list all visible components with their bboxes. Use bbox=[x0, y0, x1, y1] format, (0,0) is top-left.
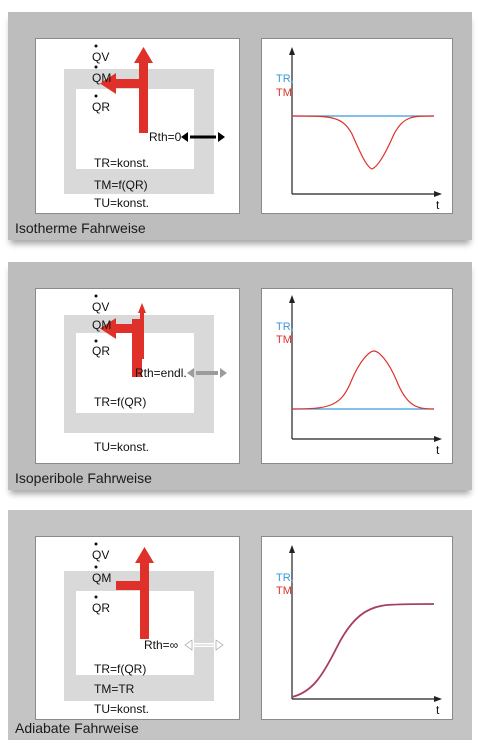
reactor-diagram-svg: QV QM QR Rth=∞ TR=f(QR) TM=TR TU=konst. bbox=[64, 542, 224, 716]
qm-label: QM bbox=[92, 318, 111, 332]
tr-label: TR=f(QR) bbox=[94, 395, 146, 409]
series-tr-line bbox=[291, 603, 435, 698]
temperature-plot: TR, TM t bbox=[261, 536, 453, 720]
reactor-rect bbox=[76, 591, 194, 675]
legend-tr: TR, bbox=[276, 572, 294, 584]
tr-label: TR=f(QR) bbox=[94, 662, 146, 676]
panel-isoperibol: QV QM QR Rth=endl. TR=f(QR) TU=konst. TR… bbox=[8, 262, 472, 490]
plot-svg: TR, TM t bbox=[276, 295, 442, 457]
t-label: t bbox=[436, 198, 440, 212]
qv-label: QV bbox=[92, 300, 109, 314]
reactor-diagram: QV QM QR Rth=0 TR=konst. TM=f(QR) TU=kon… bbox=[35, 38, 240, 214]
heat-flow-vertical bbox=[140, 563, 149, 639]
heat-arrow-left bbox=[100, 318, 116, 339]
x-axis-arrow bbox=[434, 696, 442, 702]
legend-tm: TM bbox=[276, 87, 292, 99]
reactor-diagram: QV QM QR Rth=endl. TR=f(QR) TU=konst. bbox=[35, 288, 240, 464]
rth-arrow-left-head bbox=[187, 368, 194, 378]
panel-title: Isotherme Fahrweise bbox=[15, 220, 146, 236]
panel-adiabat: QV QM QR Rth=∞ TR=f(QR) TM=TR TU=konst. … bbox=[8, 510, 472, 740]
reactor-diagram: QV QM QR Rth=∞ TR=f(QR) TM=TR TU=konst. bbox=[35, 536, 240, 720]
y-axis-arrow bbox=[289, 295, 295, 303]
qv-label: QV bbox=[92, 50, 109, 64]
qr-label: QR bbox=[92, 601, 110, 615]
x-axis-arrow bbox=[434, 191, 442, 197]
temperature-plot: TR, TM t bbox=[261, 38, 453, 214]
heat-flow-vertical bbox=[139, 63, 148, 133]
tu-label: TU=konst. bbox=[94, 440, 149, 454]
rth-arrow-right-head bbox=[220, 368, 227, 378]
reactor-rect bbox=[76, 89, 194, 169]
reactor-diagram-svg: QV QM QR Rth=0 TR=konst. TM=f(QR) TU=kon… bbox=[64, 44, 225, 210]
series-tm-line bbox=[291, 115, 435, 170]
x-axis-arrow bbox=[434, 436, 442, 442]
legend-tm: TM bbox=[276, 585, 292, 597]
y-axis-arrow bbox=[289, 47, 295, 55]
heat-flow-horizontal bbox=[114, 324, 138, 333]
rth-label: Rth=endl. bbox=[135, 366, 187, 380]
y-axis-arrow bbox=[289, 545, 295, 553]
rth-arrow-right-head bbox=[215, 639, 224, 651]
t-label: t bbox=[436, 703, 440, 717]
panel-title: Adiabate Fahrweise bbox=[15, 720, 139, 736]
plot-svg: TR, TM t bbox=[276, 545, 442, 717]
heat-flow-vertical bbox=[132, 319, 142, 377]
t-label: t bbox=[436, 443, 440, 457]
heat-arrow-up bbox=[134, 47, 153, 63]
tu-label: TU=konst. bbox=[94, 702, 149, 716]
qr-label: QR bbox=[92, 344, 110, 358]
legend-tr: TR, bbox=[276, 321, 294, 333]
series-tm-line bbox=[291, 603, 435, 698]
legend-tr: TR, bbox=[276, 73, 294, 85]
rth-arrow-right-head bbox=[218, 132, 225, 142]
qr-label: QR bbox=[92, 100, 110, 114]
rth-label: Rth=∞ bbox=[144, 638, 178, 652]
panel-isotherm: QV QM QR Rth=0 TR=konst. TM=f(QR) TU=kon… bbox=[8, 12, 472, 240]
panel-title: Isoperibole Fahrweise bbox=[15, 470, 152, 486]
temperature-plot: TR, TM t bbox=[261, 288, 453, 464]
tu-label: TU=konst. bbox=[94, 196, 149, 210]
heat-flow-horizontal bbox=[114, 79, 144, 88]
rth-label: Rth=0 bbox=[149, 130, 182, 144]
qv-label: QV bbox=[92, 548, 109, 562]
heat-arrow-left bbox=[100, 73, 116, 94]
qm-label: QM bbox=[92, 71, 111, 85]
rth-arrow-left-head bbox=[184, 639, 193, 651]
plot-svg: TR, TM t bbox=[276, 47, 442, 212]
tr-label: TR=konst. bbox=[94, 156, 149, 170]
tm-label: TM=f(QR) bbox=[94, 178, 148, 192]
qm-label: QM bbox=[92, 571, 111, 585]
heat-arrow-up bbox=[138, 303, 146, 313]
rth-arrow-left-head bbox=[181, 132, 188, 142]
legend-tm: TM bbox=[276, 334, 292, 346]
reactor-diagram-svg: QV QM QR Rth=endl. TR=f(QR) TU=konst. bbox=[64, 294, 227, 454]
tm-label: TM=TR bbox=[94, 682, 135, 696]
series-tm-line bbox=[291, 350, 435, 410]
heat-arrow-up bbox=[135, 547, 154, 563]
heat-flow-horizontal bbox=[116, 581, 144, 590]
